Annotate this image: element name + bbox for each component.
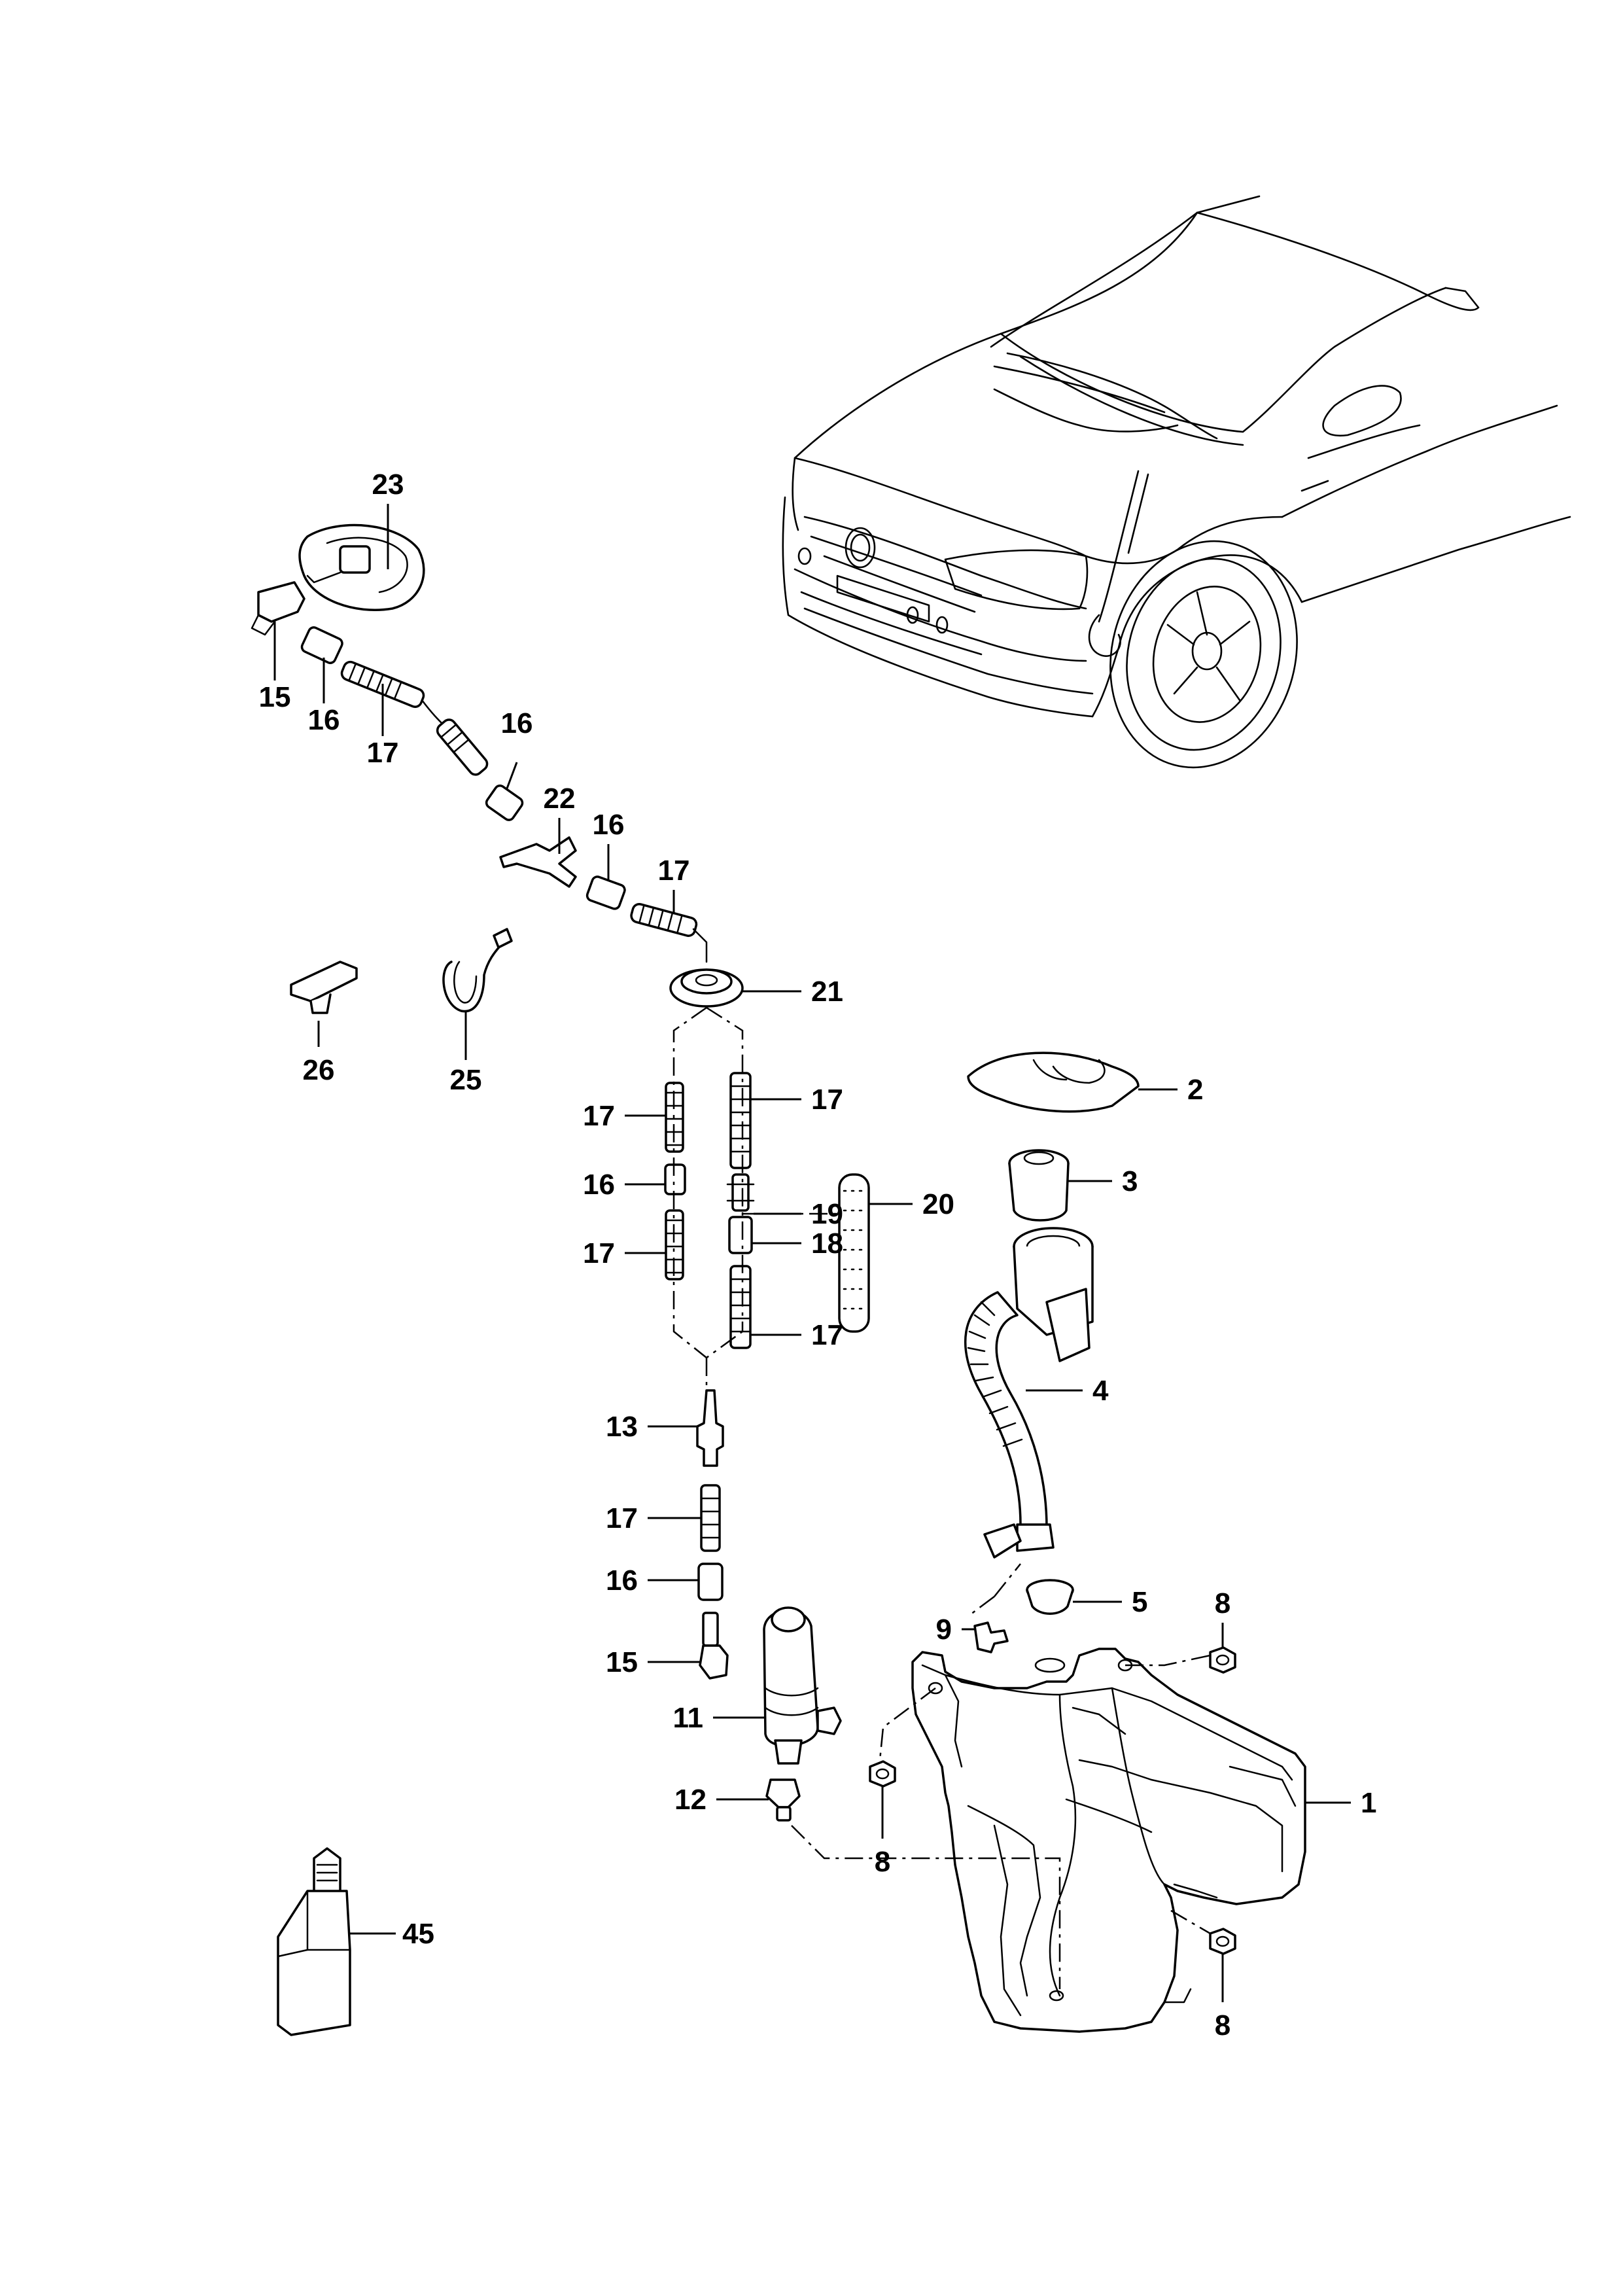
fluid-bottle	[277, 1847, 351, 2036]
callout-15: 15	[606, 1646, 638, 1678]
callout-26: 26	[303, 1054, 335, 1086]
callout-9: 9	[936, 1614, 952, 1646]
nozzle-assembly	[251, 523, 744, 1008]
hose-connector-upper	[257, 581, 305, 623]
vehicle-front-illustration	[782, 195, 1571, 769]
hose-sleeve-2	[485, 785, 524, 821]
callout-17: 17	[367, 737, 399, 769]
callout-3: 3	[1122, 1165, 1138, 1197]
nut-left	[869, 1760, 896, 1788]
callout-1: 1	[1361, 1787, 1376, 1819]
clip-part	[290, 961, 358, 1014]
protective-sleeve	[838, 1173, 870, 1333]
hose-sleeve-3	[585, 875, 626, 910]
callout-16: 16	[606, 1564, 638, 1597]
callout-15: 15	[259, 681, 291, 713]
callout-16: 16	[308, 704, 340, 736]
callout-17: 17	[811, 1319, 843, 1351]
callout-labels: 23 15 16 17 16 22 16 17 21 26 25 17 17 1…	[259, 468, 1377, 2041]
callout-12: 12	[674, 1784, 707, 1816]
cable-tie-part	[442, 928, 513, 1013]
callout-19: 19	[811, 1198, 843, 1230]
washer-pump	[763, 1606, 842, 1765]
hose-set-left	[664, 1082, 686, 1280]
washer-fluid-reservoir	[911, 1648, 1306, 2033]
grommet	[669, 968, 744, 1008]
callout-8: 8	[875, 1846, 890, 1878]
callout-45: 45	[402, 1918, 434, 1950]
washer-hose-2	[436, 718, 489, 776]
callout-13: 13	[606, 1411, 638, 1443]
callout-17: 17	[811, 1084, 843, 1116]
callout-16: 16	[501, 707, 533, 739]
nut-upper-right	[1209, 1646, 1236, 1674]
y-connector	[499, 836, 577, 888]
callout-5: 5	[1132, 1586, 1147, 1618]
callout-20: 20	[922, 1188, 954, 1220]
callout-23: 23	[372, 468, 404, 501]
callout-21: 21	[811, 976, 843, 1008]
rivet	[973, 1621, 1009, 1653]
callout-18: 18	[811, 1227, 843, 1260]
callout-8: 8	[1215, 2009, 1230, 2041]
strainer	[1008, 1149, 1070, 1222]
inline-connector	[696, 1389, 724, 1467]
callout-11: 11	[672, 1702, 703, 1734]
reservoir-cap	[967, 1051, 1140, 1113]
callout-16: 16	[593, 809, 625, 841]
callout-2: 2	[1187, 1074, 1203, 1106]
lower-line-parts	[696, 1389, 729, 1680]
reservoir-grommet	[1026, 1579, 1074, 1615]
hose-sleeve-1	[300, 626, 343, 664]
nut-lower-right	[1209, 1928, 1236, 1955]
hose-set-right	[726, 1072, 755, 1349]
filler-neck	[964, 1227, 1094, 1559]
callout-17: 17	[583, 1237, 615, 1269]
callout-16: 16	[583, 1169, 615, 1201]
callout-17: 17	[606, 1502, 638, 1534]
callout-17: 17	[583, 1100, 615, 1132]
pump-grommet	[765, 1778, 801, 1822]
callout-17: 17	[658, 855, 690, 887]
washer-hose-3	[630, 902, 698, 937]
callout-8: 8	[1215, 1587, 1230, 1619]
callout-4: 4	[1092, 1375, 1109, 1407]
callout-22: 22	[544, 783, 576, 815]
leader-lines	[273, 504, 1351, 2002]
callout-25: 25	[450, 1064, 482, 1096]
